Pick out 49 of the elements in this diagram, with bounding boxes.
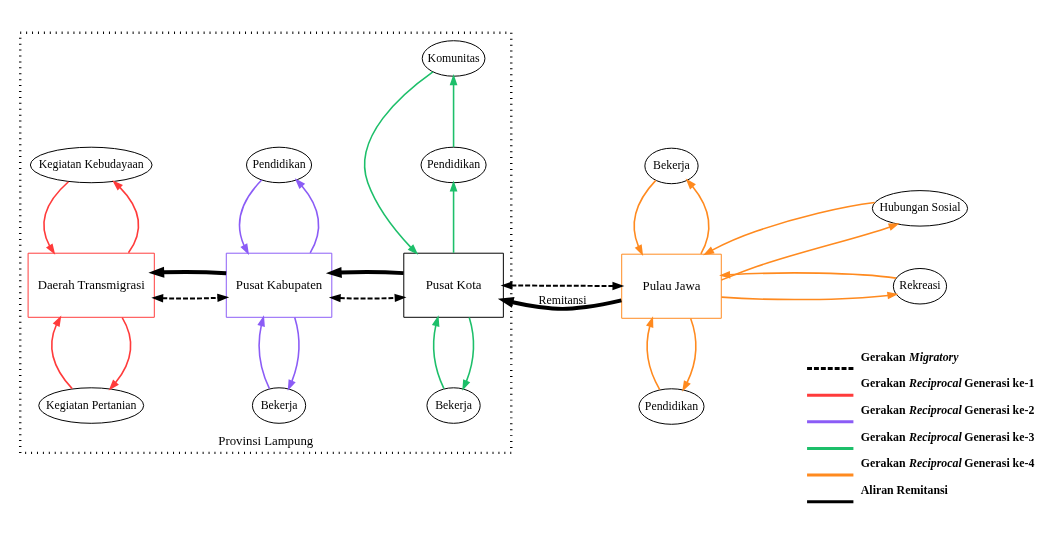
arrow [257,315,271,390]
arrow [364,71,434,255]
arrow [720,291,899,301]
arrow [682,317,697,392]
node-ellipse: Hubungan Sosial [871,190,969,227]
node-ellipse: Kegiatan Pertanian [38,387,145,424]
node-ellipse: Kegiatan Kebudayaan [29,146,153,184]
node-ellipse: Bekerja [644,147,699,185]
arrow [43,181,70,255]
arrow [287,316,300,391]
arrow [449,180,458,254]
arrow [497,297,622,311]
arrow [719,270,897,279]
edge-label: Remitansi [538,292,587,307]
arrow [431,315,445,390]
arrow [462,316,475,391]
node-box: Pusat Kota [403,252,504,318]
legend-label: Gerakan Migratory [860,349,959,364]
node-ellipse: Pendidikan [638,388,705,425]
node-box: Pusat Kabupaten [225,252,333,318]
legend-label: Gerakan Reciprocal Generasi ke-4 [860,456,1035,471]
arrow [148,266,227,278]
arrow [500,281,625,291]
node-ellipse: Bekerja [251,387,307,424]
arrow [151,293,230,303]
node-ellipse: Pendidikan [420,146,487,184]
arrow [294,178,320,254]
arrow [720,223,900,281]
arrow [685,178,710,255]
arrow [50,315,73,390]
arrow [112,180,140,254]
node-ellipse: Komunitas [421,40,486,77]
arrow [449,74,458,148]
legend-label: Gerakan Reciprocal Generasi ke-1 [860,376,1035,391]
node-box: Pulau Jawa [621,253,722,319]
arrow [325,266,404,278]
node-ellipse: Bekerja [426,387,481,424]
arrow [108,316,132,391]
arrow [645,316,661,391]
arrow [633,179,657,256]
legend-label: Aliran Remitansi [860,482,948,497]
node-box: Daerah Transmigrasi [27,252,155,318]
arrow [703,201,876,256]
node-ellipse: Rekreasi [892,268,948,305]
legend-label: Gerakan Reciprocal Generasi ke-2 [860,403,1035,418]
arrow [238,179,263,255]
node-ellipse: Pendidikan [246,146,313,184]
arrow [328,293,407,303]
legend-label: Gerakan Reciprocal Generasi ke-3 [860,429,1035,444]
